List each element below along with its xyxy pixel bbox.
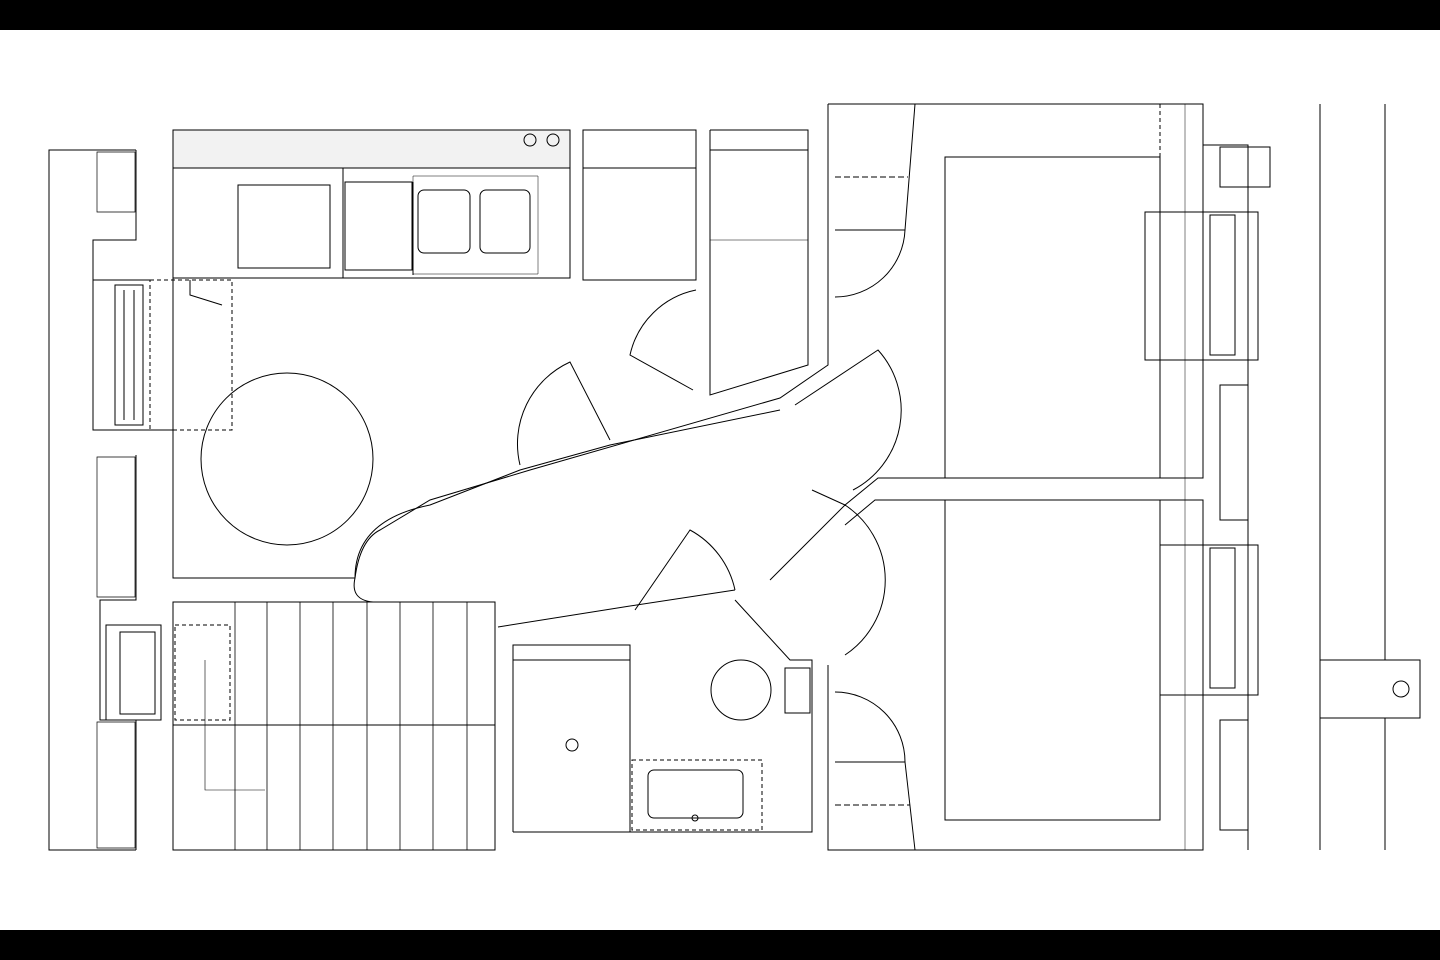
bed-upper bbox=[945, 157, 1160, 478]
hallway bbox=[354, 410, 780, 627]
doors bbox=[517, 230, 905, 762]
staircase bbox=[173, 602, 495, 850]
letterbox-bottom bbox=[0, 930, 1440, 960]
dining-table bbox=[201, 373, 373, 545]
tap-icon bbox=[547, 134, 559, 146]
kitchen bbox=[173, 130, 808, 395]
fridge bbox=[583, 130, 696, 280]
bedrooms bbox=[812, 104, 1203, 850]
downpipe bbox=[1393, 681, 1409, 697]
sink-bowl bbox=[418, 190, 470, 253]
right-exterior-wall bbox=[1145, 104, 1420, 850]
window-left bbox=[115, 285, 143, 425]
toilet-bowl bbox=[711, 660, 771, 720]
door-swing bbox=[630, 290, 696, 390]
brick-coursing bbox=[97, 152, 135, 848]
bathroom bbox=[513, 600, 812, 832]
letterbox-top bbox=[0, 0, 1440, 30]
cooktop bbox=[238, 185, 330, 268]
kitchen-cabinets bbox=[173, 168, 570, 278]
dining-area bbox=[150, 104, 828, 578]
tap-icon bbox=[524, 134, 536, 146]
bed-lower bbox=[945, 500, 1160, 820]
door-swing bbox=[517, 362, 610, 465]
downpipe-bracket bbox=[1320, 660, 1420, 718]
door-swing bbox=[795, 350, 901, 490]
shower-drain bbox=[566, 739, 578, 751]
left-exterior-wall bbox=[49, 150, 173, 850]
door-swing bbox=[835, 230, 905, 297]
window-upper-right bbox=[1145, 212, 1258, 360]
door-swing bbox=[635, 530, 735, 610]
sink bbox=[648, 770, 743, 818]
door-swing bbox=[835, 692, 905, 762]
counter-top bbox=[173, 130, 570, 168]
storage-closet bbox=[710, 130, 808, 395]
window-lower-right bbox=[1160, 545, 1258, 695]
sink-bowl bbox=[480, 190, 530, 253]
fireplace-window bbox=[106, 625, 161, 720]
door-swing bbox=[770, 505, 885, 655]
